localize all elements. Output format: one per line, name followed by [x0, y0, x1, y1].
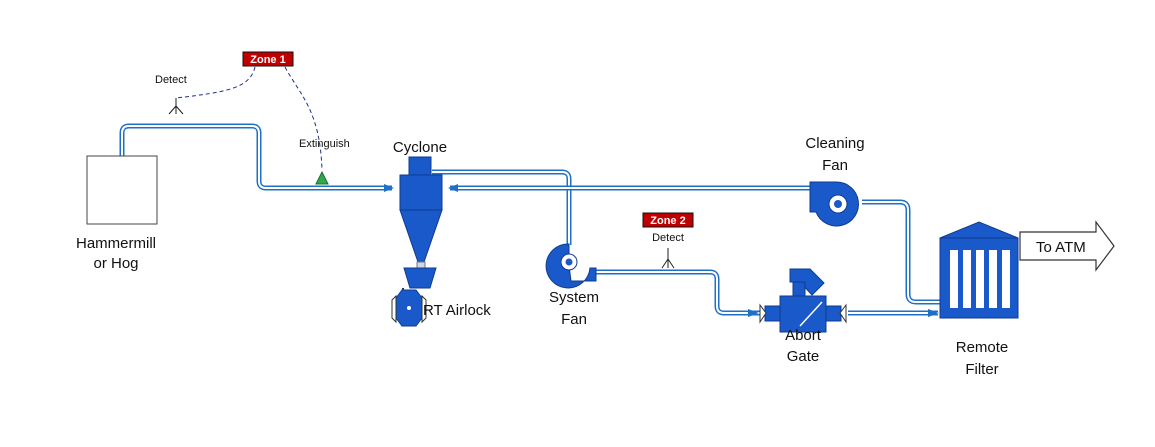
duct-cleaning-fan-to-filter [862, 199, 940, 305]
extinguisher-nozzle-icon [315, 170, 329, 185]
cyclone-label: Cyclone [393, 139, 447, 156]
abort-gate-label-1: Abort [785, 327, 822, 344]
duct-hammermill-to-cyclone [119, 123, 394, 192]
system-fan-label-2: Fan [561, 311, 587, 328]
zone1-detect-line [175, 66, 256, 99]
detect-sensor-icon [661, 248, 675, 269]
cleaning-fan-icon [809, 181, 859, 227]
zone2-detect-label: Detect [652, 232, 684, 244]
hammermill-box [86, 155, 158, 225]
duct-cleaning-fan-return [448, 184, 814, 192]
zone2-text: Zone 2 [650, 215, 685, 227]
zone1-text: Zone 1 [250, 54, 285, 66]
system-fan-icon [545, 243, 597, 289]
remote-filter-label-2: Filter [965, 361, 998, 378]
extinguish-label: Extinguish [299, 138, 350, 150]
zone2-badge: Zone 2 [642, 212, 694, 228]
zone1-extinguish-line [284, 66, 323, 171]
flow-arrow-icon [928, 309, 939, 317]
remote-filter-label-1: Remote [956, 339, 1009, 356]
flow-arrow-icon [448, 184, 458, 192]
duct-cyclone-outlet [432, 169, 572, 245]
duct-system-fan-to-abort-gate [596, 269, 760, 317]
abort-gate-icon [759, 268, 847, 333]
cyclone-icon [399, 156, 443, 269]
flow-arrow-icon [748, 309, 759, 317]
zone1-detect-label: Detect [155, 74, 187, 86]
airlock-label: RT Airlock [423, 302, 491, 319]
remote-filter-icon [939, 221, 1019, 319]
to-atm-label: To ATM [1036, 239, 1086, 256]
zone1-badge: Zone 1 [242, 51, 294, 67]
flow-arrow-icon [384, 184, 394, 192]
abort-gate-label-2: Gate [787, 348, 820, 365]
system-fan-label-1: System [549, 289, 599, 306]
duct-abort-gate-to-filter [848, 309, 939, 317]
to-atm-arrow-icon [1019, 220, 1115, 272]
cleaning-fan-label-1: Cleaning [805, 135, 864, 152]
detect-sensor-icon [168, 98, 184, 115]
hammermill-label-2: or Hog [93, 255, 138, 272]
cleaning-fan-label-2: Fan [822, 157, 848, 174]
hammermill-label-1: Hammermill [76, 235, 156, 252]
rotary-airlock-icon [391, 267, 437, 327]
